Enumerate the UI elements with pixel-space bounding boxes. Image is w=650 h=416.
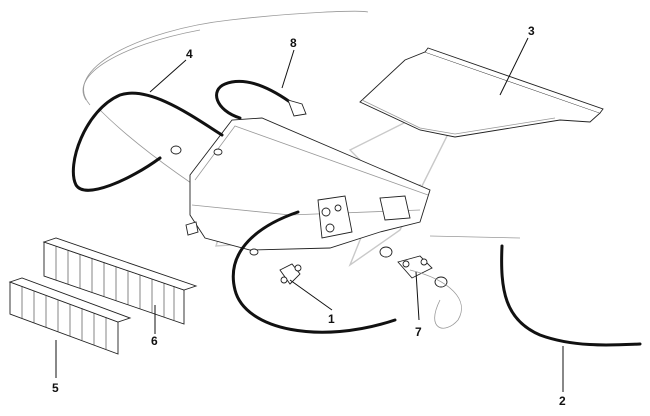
part-2-hose xyxy=(500,244,642,347)
part-4-hose xyxy=(71,91,224,192)
callout-2: 2 xyxy=(559,394,566,408)
o-ring-c xyxy=(249,248,259,256)
main-supply-hose xyxy=(231,210,397,334)
background-thin-loop-inner xyxy=(82,29,201,101)
part-8-hose xyxy=(215,79,292,120)
leader-7 xyxy=(415,271,420,321)
callout-3: 3 xyxy=(528,24,535,38)
part-8-connector xyxy=(287,99,307,117)
callout-6: 6 xyxy=(151,334,158,348)
o-ring-a xyxy=(379,246,393,258)
callout-4: 4 xyxy=(186,47,193,61)
tank-assembly xyxy=(185,117,431,251)
callout-7: 7 xyxy=(415,325,422,339)
background-thin-loop xyxy=(83,10,369,106)
leader-3 xyxy=(499,37,529,96)
leader-4 xyxy=(149,59,187,93)
leader-8 xyxy=(281,49,295,89)
leader-1 xyxy=(289,279,333,311)
part-6-radiator xyxy=(42,237,198,325)
thin-line-right xyxy=(429,235,521,239)
callout-8: 8 xyxy=(290,36,297,50)
callout-5: 5 xyxy=(52,381,59,395)
callout-1: 1 xyxy=(328,312,335,326)
part-7-valve xyxy=(397,255,433,279)
part-3-cover-panel xyxy=(359,47,604,138)
return-thin-line xyxy=(409,269,462,329)
part-1-fitting xyxy=(279,263,302,285)
part-4-hose-clamp xyxy=(170,145,182,155)
part-5-radiator xyxy=(8,277,132,355)
